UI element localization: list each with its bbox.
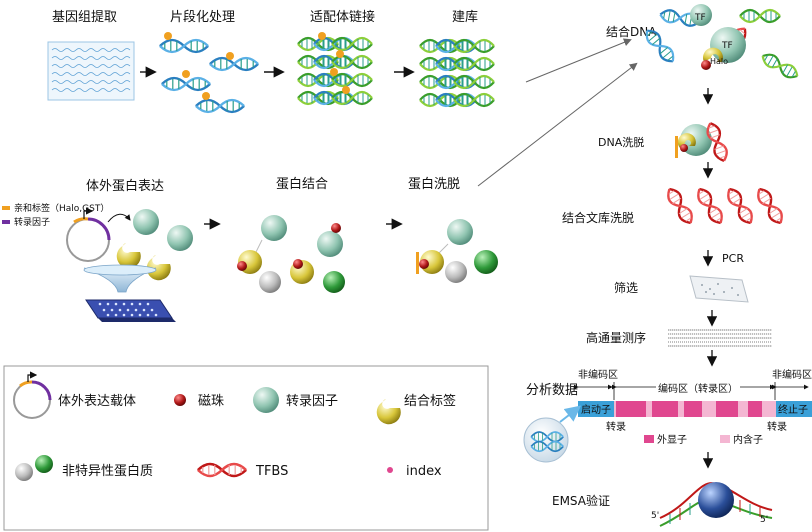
label-protein-binding: 蛋白结合 (276, 176, 328, 192)
legend-tfbs: TFBS (196, 462, 288, 479)
exon-legend: 外显子 (644, 434, 687, 446)
legend-nonspecific: 非特异性蛋白质 (15, 455, 153, 481)
expression-illustration (66, 207, 193, 322)
arrow-to-dna-binding (477, 62, 638, 187)
dna-elution-illustration (675, 119, 731, 165)
emsa-illustration: 5' 5' (651, 482, 773, 527)
legend-tag-label: 结合标签 (404, 393, 456, 409)
coding-label: 编码区（转录区） (658, 382, 738, 395)
adapter-ligated-dna (298, 32, 372, 104)
data-bubble (523, 405, 582, 463)
label-protein-elution: 蛋白洗脱 (408, 176, 460, 192)
eluted-library (663, 184, 787, 228)
label-genome-extraction: 基因组提取 (52, 9, 117, 25)
label-screening: 筛选 (614, 280, 638, 295)
label-analysis: 分析数据 (526, 383, 578, 398)
legend-index-label: index (406, 464, 442, 479)
five-prime-left: 5' (651, 511, 659, 521)
noncoding-left-label: 非编码区 (578, 368, 618, 381)
label-library-build: 建库 (452, 9, 478, 25)
tf-label-2: TF (721, 41, 733, 51)
legend-bead-label: 磁珠 (198, 394, 224, 409)
arrow-to-binding (525, 38, 632, 83)
legend-tf-label: 转录因子 (286, 394, 338, 409)
noncoding-right-label: 非编码区 (772, 368, 812, 381)
legend-vector-label: 体外表达载体 (58, 394, 136, 409)
legend-tf: 转录因子 (253, 387, 338, 413)
sequencing-readout (668, 329, 772, 347)
legend-box (3, 365, 489, 531)
label-adapter-ligation: 适配体链接 (310, 9, 375, 25)
legend-nonspecific-label: 非特异性蛋白质 (62, 463, 153, 479)
label-ivt-expression: 体外蛋白表达 (86, 178, 164, 194)
affinity-tag-label: 亲和标签（Halo,GST） (14, 202, 109, 214)
label-emsa: EMSA验证 (552, 493, 610, 508)
label-pcr: PCR (722, 252, 744, 265)
legend-tag: 结合标签 (376, 393, 456, 425)
terminator-label: 终止子 (778, 403, 808, 416)
protein-binding-illustration (237, 215, 345, 293)
legend-vector: 体外表达载体 (13, 371, 136, 419)
five-prime-right: 5' (760, 515, 768, 525)
legend-index: index (387, 464, 442, 479)
tf-tag-label: 转录因子 (14, 216, 50, 228)
label-library-elution: 结合文库洗脱 (562, 210, 634, 225)
exon-label: 外显子 (657, 434, 687, 446)
legend-tfbs-label: TFBS (255, 464, 288, 479)
screening-sheet (689, 275, 749, 303)
tf-dna-binding-illustration: TF TF Halo (641, 4, 802, 83)
intron-label: 内含子 (733, 433, 763, 446)
label-dna-binding: 结合DNA (606, 24, 657, 39)
genome-sheet (47, 41, 135, 101)
intron-legend: 内含子 (720, 433, 763, 446)
fragments (160, 32, 258, 112)
gene-bar (578, 401, 812, 417)
label-hts: 高通量测序 (586, 330, 646, 345)
tf-label-1: TF (694, 13, 706, 23)
label-fragmentation: 片段化处理 (170, 10, 235, 25)
halo-label: Halo (710, 57, 728, 66)
tss-left-label: 转录 (606, 420, 626, 433)
label-dna-elution: DNA洗脱 (598, 135, 644, 149)
promoter-label: 启动子 (581, 403, 611, 416)
library-dna (420, 40, 494, 106)
protein-elution-illustration (416, 219, 498, 283)
tss-right-label: 转录 (767, 420, 787, 433)
legend-bead: 磁珠 (174, 394, 224, 409)
